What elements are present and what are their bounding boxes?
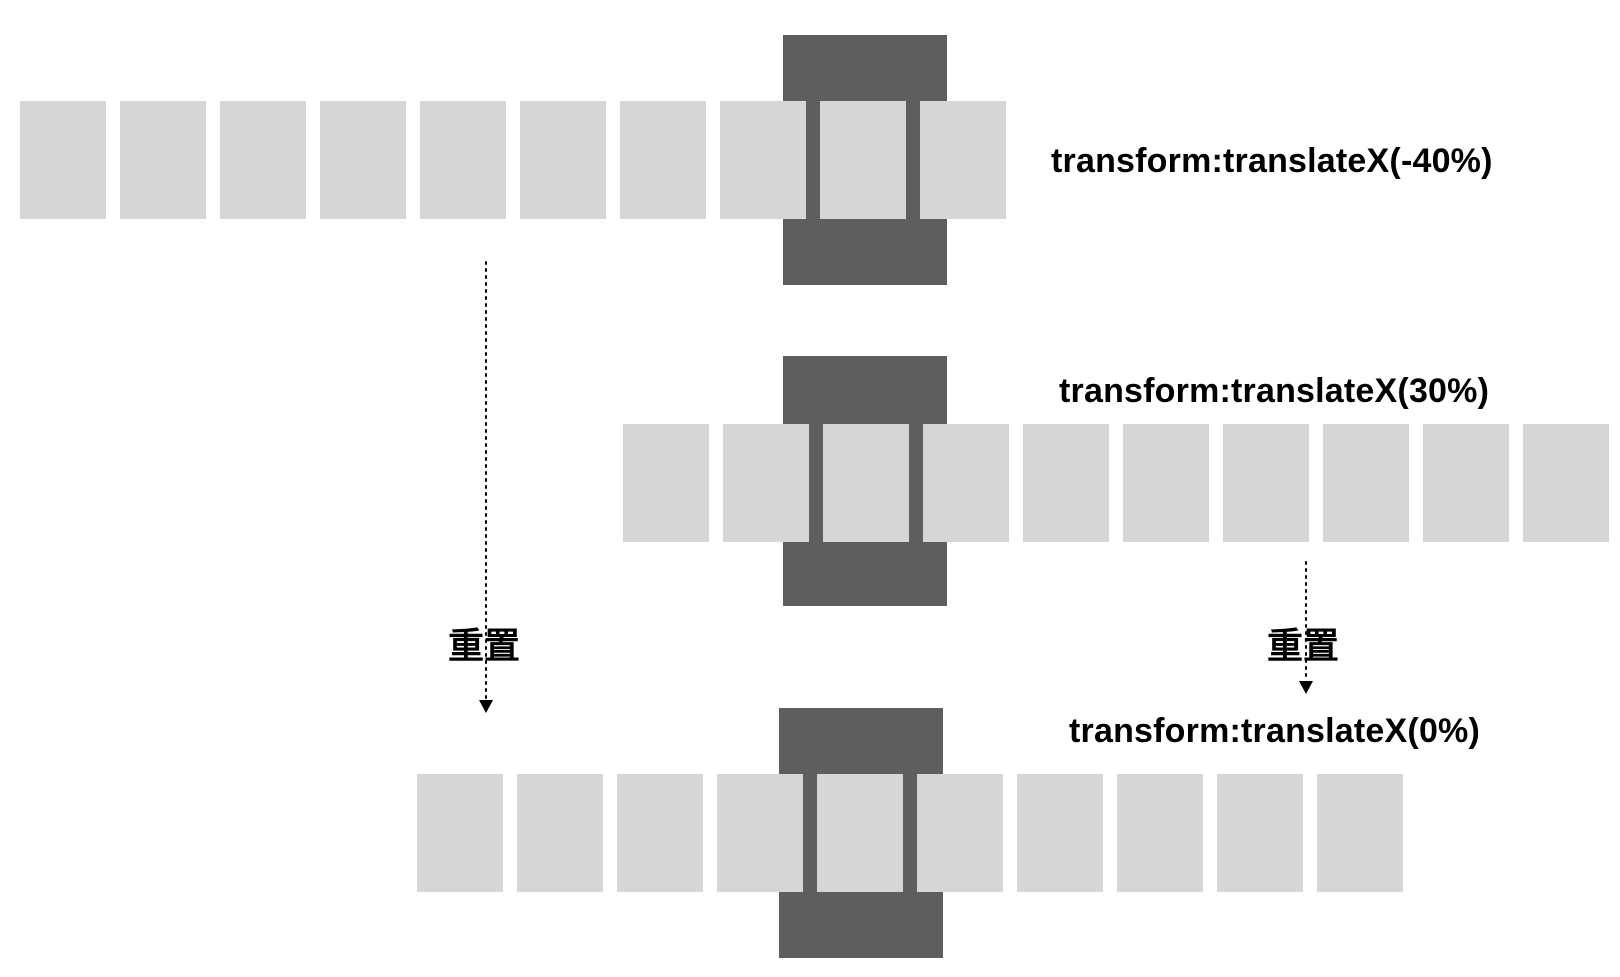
card	[320, 101, 406, 219]
card	[620, 101, 706, 219]
card	[120, 101, 206, 219]
card	[1323, 424, 1409, 542]
card	[1017, 774, 1103, 892]
transform-label-row-1: transform:translateX(-40%)	[1051, 142, 1493, 180]
card	[1123, 424, 1209, 542]
reset-label-left: 重置	[448, 626, 521, 667]
card	[1317, 774, 1403, 892]
card-track-row-1	[20, 101, 1008, 219]
card	[617, 774, 703, 892]
card	[817, 774, 903, 892]
card	[1223, 424, 1309, 542]
card	[417, 774, 503, 892]
card	[1117, 774, 1203, 892]
card	[20, 101, 106, 219]
card-track-row-2	[623, 424, 1611, 542]
card-track-row-3	[417, 774, 1405, 892]
card	[420, 101, 506, 219]
card	[1523, 424, 1609, 542]
transform-label-row-2: transform:translateX(30%)	[1059, 372, 1490, 410]
card	[917, 774, 1003, 892]
card	[717, 774, 803, 892]
card	[723, 424, 809, 542]
card	[520, 101, 606, 219]
card	[820, 101, 906, 219]
card	[823, 424, 909, 542]
card	[623, 424, 709, 542]
reset-label-right: 重置	[1267, 626, 1340, 667]
card	[920, 101, 1006, 219]
transform-label-row-3: transform:translateX(0%)	[1069, 712, 1481, 750]
card	[1023, 424, 1109, 542]
card	[923, 424, 1009, 542]
card	[1423, 424, 1509, 542]
card	[220, 101, 306, 219]
card	[720, 101, 806, 219]
card	[517, 774, 603, 892]
card	[1217, 774, 1303, 892]
